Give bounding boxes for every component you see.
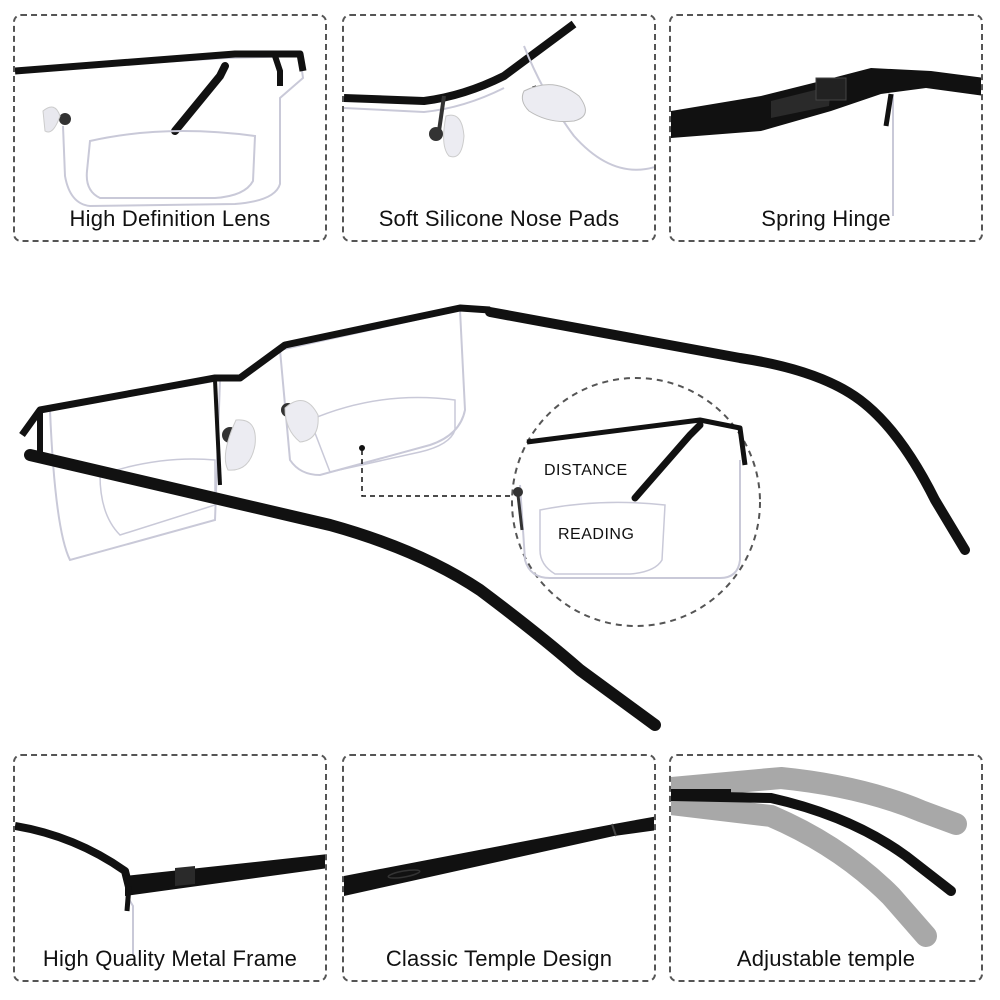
panel-high-definition-lens: High Definition Lens xyxy=(13,14,327,242)
main-glasses-illustration: DISTANCE READING xyxy=(0,260,1000,740)
panel-high-quality-metal-frame: High Quality Metal Frame xyxy=(13,754,327,982)
panel-adjustable-temple: Adjustable temple xyxy=(669,754,983,982)
zoom-reading-label: READING xyxy=(558,526,635,543)
caption-high-definition-lens: High Definition Lens xyxy=(69,206,271,231)
caption-spring-hinge: Spring Hinge xyxy=(761,206,891,231)
caption-soft-silicone-nose-pads: Soft Silicone Nose Pads xyxy=(378,206,620,231)
caption-adjustable-temple: Adjustable temple xyxy=(736,946,916,971)
spring-hinge-illustration xyxy=(671,68,981,216)
nose-pads-illustration xyxy=(344,20,654,171)
adjustable-temple-illustration xyxy=(671,766,967,947)
metal-frame-illustration xyxy=(15,822,325,956)
lens-closeup-illustration xyxy=(15,50,307,208)
panel-spring-hinge: Spring Hinge xyxy=(669,14,983,242)
zoom-distance-label: DISTANCE xyxy=(544,462,628,479)
glasses-svg xyxy=(19,304,970,731)
zoom-detail xyxy=(513,417,748,579)
panel-soft-silicone-nose-pads: Soft Silicone Nose Pads xyxy=(342,14,656,242)
caption-classic-temple-design: Classic Temple Design xyxy=(385,946,613,971)
caption-high-quality-metal-frame: High Quality Metal Frame xyxy=(42,946,298,971)
temple-design-illustration xyxy=(344,816,654,896)
panel-classic-temple-design: Classic Temple Design xyxy=(342,754,656,982)
